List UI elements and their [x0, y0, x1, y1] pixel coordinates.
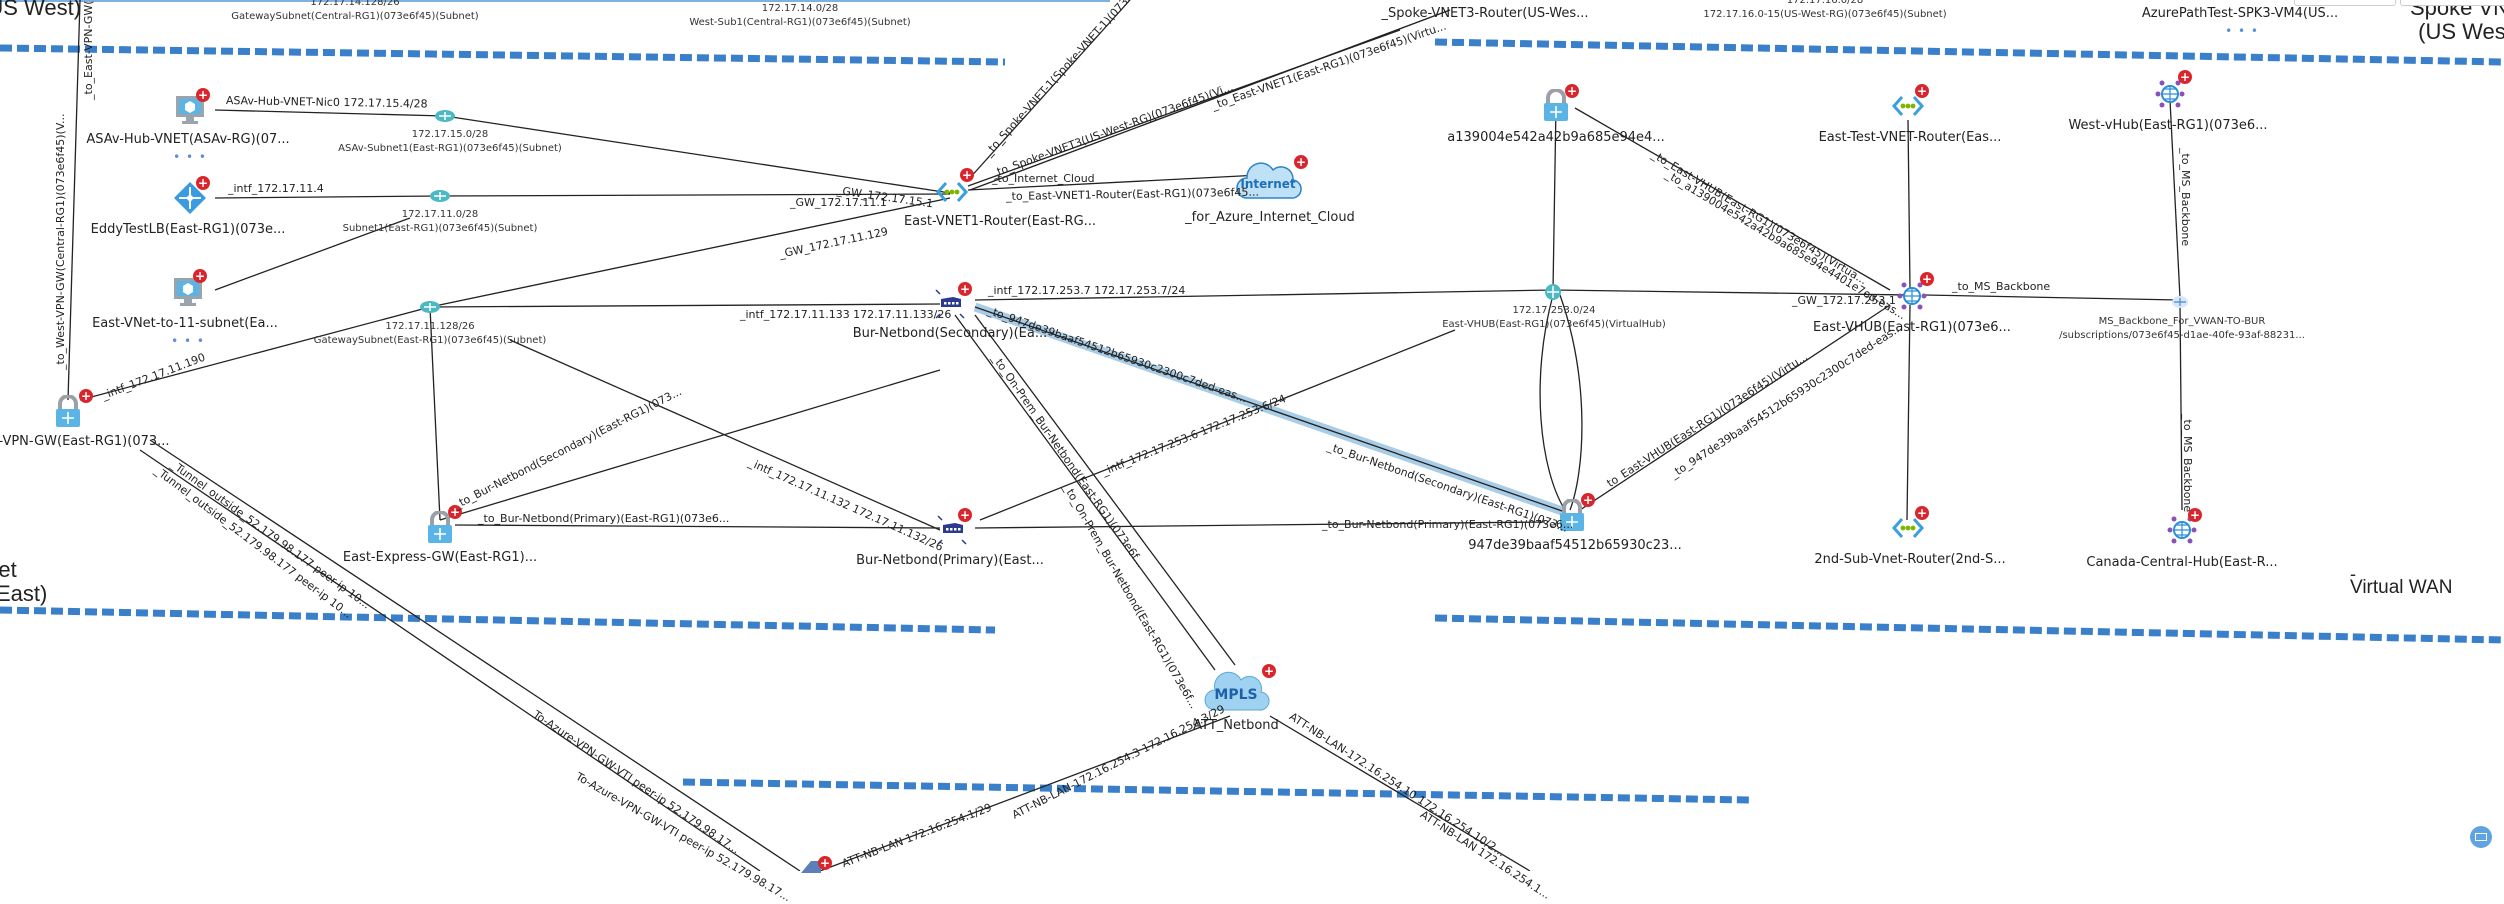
region-title-virtual-wan: Virtual WAN: [2350, 577, 2453, 598]
node-label-vpn-947[interactable]: 947de39baaf54512b65930c23...: [1468, 538, 1682, 553]
expand-plus-icon[interactable]: +: [1915, 506, 1929, 520]
vm-icon[interactable]: [171, 275, 205, 309]
vpn-gateway-icon[interactable]: [423, 510, 457, 545]
expand-plus-icon[interactable]: +: [193, 269, 207, 283]
vpn-gateway-icon[interactable]: [51, 394, 85, 429]
expand-plus-icon[interactable]: +: [1915, 84, 1929, 98]
vpn-gateway-icon[interactable]: [1539, 88, 1573, 123]
internet-cloud-text: Internet: [1240, 177, 1295, 191]
mail-envelope-icon[interactable]: [2470, 826, 2492, 848]
node-label-east-vhub[interactable]: East-VHUB(East-RG1)(073e6...: [1813, 320, 2011, 335]
mpls-cloud-icon[interactable]: MPLS: [1201, 668, 1271, 716]
region-border-onprem-top: [682, 778, 1751, 804]
node-label-east-test-router[interactable]: East-Test-VNET-Router(Eas...: [1818, 130, 2002, 145]
vpn-gateway-icon[interactable]: [1555, 498, 1589, 533]
expand-plus-icon[interactable]: +: [1581, 493, 1595, 507]
node-label-asav-hub-vnet[interactable]: ASAv-Hub-VNET(ASAv-RG)(07...: [86, 132, 290, 147]
links-layer: [0, 0, 2504, 871]
region-border-vwan-bottom: [1434, 614, 2504, 644]
region-title-hub-vnet-east: Net (US East): [0, 557, 48, 606]
node-label-canada-hub[interactable]: Canada-Central-Hub(East-R...: [2086, 555, 2278, 570]
expand-plus-icon[interactable]: +: [448, 505, 462, 519]
link-label[interactable]: _intf_172.17.11.133 172.17.11.133/26: [740, 308, 952, 321]
virtual-router-icon[interactable]: [1891, 89, 1925, 123]
expand-plus-icon[interactable]: +: [2188, 508, 2202, 522]
link-label[interactable]: _to_MS_Backbone: [2181, 414, 2194, 513]
node-label-azurepathtest[interactable]: AzurePathTest-SPK3-VM4(US...: [2141, 6, 2339, 21]
expand-plus-icon[interactable]: +: [1294, 155, 1308, 169]
expand-plus-icon[interactable]: +: [196, 88, 210, 102]
internet-cloud-icon[interactable]: Internet: [1233, 160, 1303, 204]
expand-plus-icon[interactable]: +: [1565, 84, 1579, 98]
virtual-router-icon[interactable]: [1891, 511, 1925, 545]
more-icon[interactable]: • • •: [173, 150, 207, 164]
region-border-hub-bottom: [0, 606, 996, 634]
vhub-subnet-icon[interactable]: [1543, 282, 1563, 302]
node-label-2nd-sub-router[interactable]: 2nd-Sub-Vnet-Router(2nd-S...: [1814, 552, 2006, 567]
subnet-router-icon[interactable]: [419, 300, 441, 314]
link-label[interactable]: _intf_172.17.253.7 172.17.253.7/24: [988, 284, 1186, 297]
expand-plus-icon[interactable]: +: [1920, 272, 1934, 286]
link-label[interactable]: _to_Bur-Netbond(Primary)(East-RG1)(073e6…: [1322, 518, 1574, 531]
node-label-mpls[interactable]: ATT_Netbond: [1193, 718, 1279, 733]
region-title-virtual-wan-dash: -: [2350, 564, 2356, 584]
expand-plus-icon[interactable]: +: [196, 176, 210, 190]
link-label[interactable]: _to_East-VPN-GW(East-: [82, 0, 95, 100]
region-title-spoke-us-west: Spoke VNet (US West): [2410, 0, 2504, 44]
link-label[interactable]: _to_Bur-Netbond(Primary)(East-RG1)(073e6…: [478, 512, 730, 525]
node-label-a139004[interactable]: a139004e542a42b9a685e94e4...: [1447, 130, 1665, 145]
node-label-east-vnet-to-11[interactable]: East-VNet-to-11-subnet(Ea...: [92, 316, 278, 331]
ms-backbone-icon[interactable]: [2171, 295, 2189, 309]
vm-icon[interactable]: [173, 93, 207, 127]
subnet-router-icon[interactable]: [429, 189, 451, 203]
node-label-east-vpn-gw[interactable]: East-VPN-GW(East-RG1)(073...: [0, 434, 170, 449]
region-title-us-west-left: (US West): [0, 0, 82, 20]
node-label-internet-cloud[interactable]: _for_Azure_Internet_Cloud: [1185, 210, 1355, 225]
expand-plus-icon[interactable]: +: [958, 508, 972, 522]
virtual-hub-icon[interactable]: [1895, 279, 1929, 313]
netbond-device-icon[interactable]: [935, 513, 969, 547]
link-label[interactable]: _intf_172.17.11.4: [228, 182, 324, 195]
link-label[interactable]: _to_West-VPN-GW(Central-RG1)(073e6f45)(V…: [54, 113, 67, 370]
subnet-router-icon[interactable]: [434, 109, 456, 123]
expand-plus-icon[interactable]: +: [960, 168, 974, 182]
mpls-cloud-text: MPLS: [1214, 687, 1257, 703]
node-label-east-vnet1-router[interactable]: East-VNET1-Router(East-RG...: [903, 214, 1097, 229]
ms-backbone-label[interactable]: MS_Backbone_For_VWAN-TO-BUR/subscription…: [2059, 316, 2305, 341]
expand-plus-icon[interactable]: +: [958, 282, 972, 296]
region-border-hub-top: [0, 44, 1006, 66]
link-label[interactable]: _to_MS_Backbone: [2179, 148, 2192, 247]
link-label[interactable]: _GW_172.17.253.1: [1792, 294, 1896, 307]
node-label-spoke-vnet3-router[interactable]: _Spoke-VNET3-Router(US-Wes...: [1381, 6, 1589, 21]
more-icon[interactable]: • • •: [2225, 24, 2259, 38]
link-label[interactable]: _to_MS_Backbone: [1952, 280, 2051, 293]
virtual-router-icon[interactable]: [935, 175, 969, 209]
expand-plus-icon[interactable]: +: [818, 856, 832, 870]
toolbar-box[interactable]: [2294, 0, 2396, 6]
link-label[interactable]: _GW_172.17.11.1: [790, 196, 887, 209]
region-border-vwan-top: [1434, 38, 2504, 66]
node-label-east-express-gw[interactable]: East-Express-GW(East-RG1)...: [342, 550, 538, 565]
node-label-west-vhub[interactable]: West-vHub(East-RG1)(073e6...: [2068, 118, 2268, 133]
netbond-device-icon[interactable]: [933, 287, 967, 321]
load-balancer-icon[interactable]: [173, 181, 207, 215]
node-label-bur-netbond-secondary[interactable]: Bur-Netbond(Secondary)(Ea...: [852, 326, 1048, 341]
node-label-bur-netbond-primary[interactable]: Bur-Netbond(Primary)(East...: [856, 553, 1044, 568]
node-label-eddytestlb[interactable]: EddyTestLB(East-RG1)(073e...: [90, 222, 286, 237]
more-icon[interactable]: • • •: [171, 334, 205, 348]
expand-plus-icon[interactable]: +: [1262, 664, 1276, 678]
link-label[interactable]: _to_Internet_Cloud: [992, 172, 1095, 185]
expand-plus-icon[interactable]: +: [2178, 70, 2192, 84]
toolbar-box[interactable]: [2400, 0, 2504, 6]
expand-plus-icon[interactable]: +: [79, 389, 93, 403]
onprem-device-icon[interactable]: [797, 859, 823, 873]
